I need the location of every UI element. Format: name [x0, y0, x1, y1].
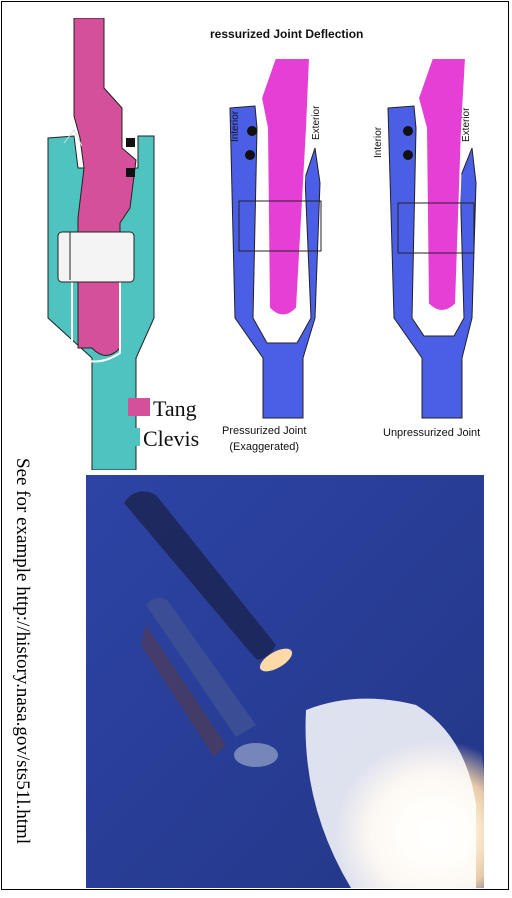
pressurized-caption: Pressurized Joint (Exaggerated): [222, 425, 306, 453]
interior-label-right: Interior: [373, 127, 384, 158]
pin-block: [58, 232, 134, 282]
challenger-launch-photo: [86, 475, 484, 888]
legend-tang: Tang: [153, 396, 197, 422]
side-note-link-text: See for example http://history.nasa.gov/…: [11, 458, 33, 898]
o-ring-1: [126, 138, 135, 147]
tang-magenta: [261, 58, 310, 316]
pressurized-joint-diagram: [205, 18, 360, 458]
exterior-label-mid: Exterior: [311, 106, 322, 140]
exterior-label-right: Exterior: [461, 108, 472, 142]
clevis-swatch: [118, 428, 140, 446]
o-ring-2: [126, 168, 135, 177]
pressurized-caption-line2: (Exaggerated): [222, 441, 306, 453]
tang-swatch: [128, 398, 150, 416]
unpressurized-joint-diagram: [360, 18, 510, 458]
unpressurized-caption: Unpressurized Joint: [383, 427, 480, 439]
interior-label-mid: Interior: [230, 111, 241, 142]
tang-magenta-right: [418, 58, 466, 311]
pressurized-caption-line1: Pressurized Joint: [222, 425, 306, 437]
legend-clevis: Clevis: [143, 426, 199, 452]
